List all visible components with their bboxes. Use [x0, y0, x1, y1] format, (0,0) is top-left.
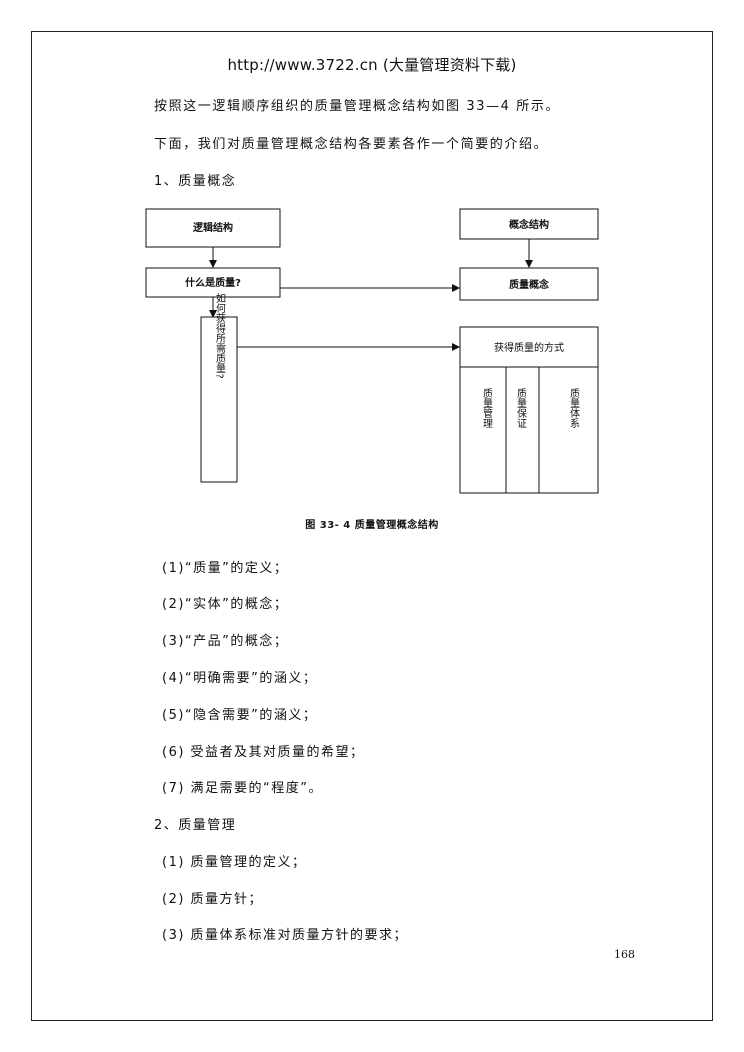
section2-item: (1) 质量管理的定义； [162, 855, 307, 870]
section1-item: (4)“明确需要”的涵义； [162, 671, 318, 686]
col-quality-assurance: 质量保证 [515, 388, 527, 428]
section1-heading: 1、质量概念 [154, 174, 237, 189]
col-quality-system: 质量体系 [568, 388, 580, 428]
section1-item: (5)“隐含需要”的涵义； [162, 708, 318, 723]
section2-item: (2) 质量方针； [162, 892, 264, 907]
section1-item: (1)“质量”的定义； [162, 561, 289, 576]
logic-structure-box [145, 208, 281, 248]
concept-structure-label: 概念结构 [509, 218, 549, 231]
section1-item: (7) 满足需要的“程度”。 [162, 781, 324, 796]
logic-structure-label: 逻辑结构 [193, 221, 233, 234]
page-frame [31, 31, 713, 1021]
quality-concept-label: 质量概念 [509, 278, 549, 291]
header-url[interactable]: http://www.3722.cn (大量管理资料下载) [227, 56, 517, 74]
section1-item: (2)“实体”的概念； [162, 597, 289, 612]
what-is-quality-label: 什么是质量? [185, 276, 241, 289]
section1-item: (6) 受益者及其对质量的希望； [162, 745, 365, 760]
figure-caption: 图 33- 4 质量管理概念结构 [305, 520, 439, 531]
section2-heading: 2、质量管理 [154, 818, 237, 833]
col-quality-management: 质量管理 [481, 388, 493, 428]
section1-item: (3)“产品”的概念； [162, 634, 289, 649]
ways-table [459, 326, 599, 494]
ways-header-label: 获得质量的方式 [494, 341, 564, 354]
concept-structure-diagram: 逻辑结构 概念结构 什么是质量? 质量概念 如何获得所需质量? 获得质量的方式 … [145, 208, 599, 494]
how-to-obtain-label: 如何获得所需质量? [214, 292, 226, 379]
how-to-obtain-box [200, 316, 238, 483]
page-number: 168 [614, 948, 635, 961]
section2-item: (3) 质量体系标准对质量方针的要求； [162, 928, 409, 943]
quality-concept-box [459, 267, 599, 301]
intro-paragraph-2: 下面，我们对质量管理概念结构各要素各作一个简要的介绍。 [154, 137, 549, 152]
intro-paragraph-1: 按照这一逻辑顺序组织的质量管理概念结构如图 33—4 所示。 [154, 99, 561, 114]
